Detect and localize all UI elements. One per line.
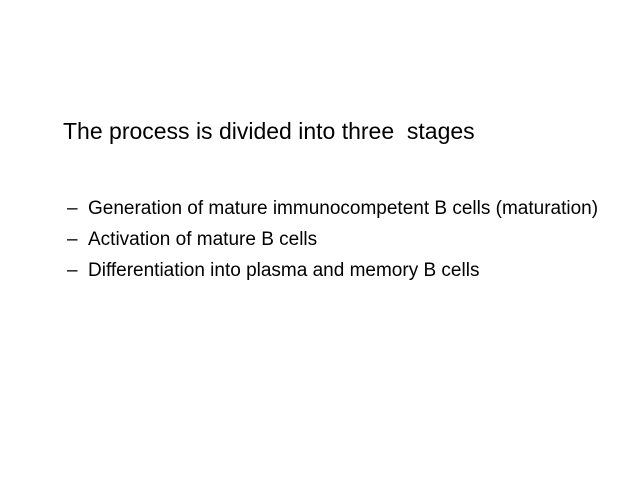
bullet-text: Activation of mature B cells (88, 229, 318, 250)
bullet-text: Differentiation into plasma and memory B… (88, 260, 480, 281)
bullet-item: – Activation of mature B cells (67, 228, 601, 252)
slide-heading: The process is divided into three stages (63, 118, 475, 144)
bullet-dash: – (67, 198, 78, 219)
bullet-list: – Generation of mature immunocompetent B… (67, 197, 601, 290)
bullet-dash: – (67, 229, 78, 250)
bullet-item: – Generation of mature immunocompetent B… (67, 197, 601, 221)
bullet-dash: – (67, 260, 78, 281)
bullet-item: – Differentiation into plasma and memory… (67, 259, 601, 283)
bullet-text: Generation of mature immunocompetent B c… (88, 198, 599, 219)
